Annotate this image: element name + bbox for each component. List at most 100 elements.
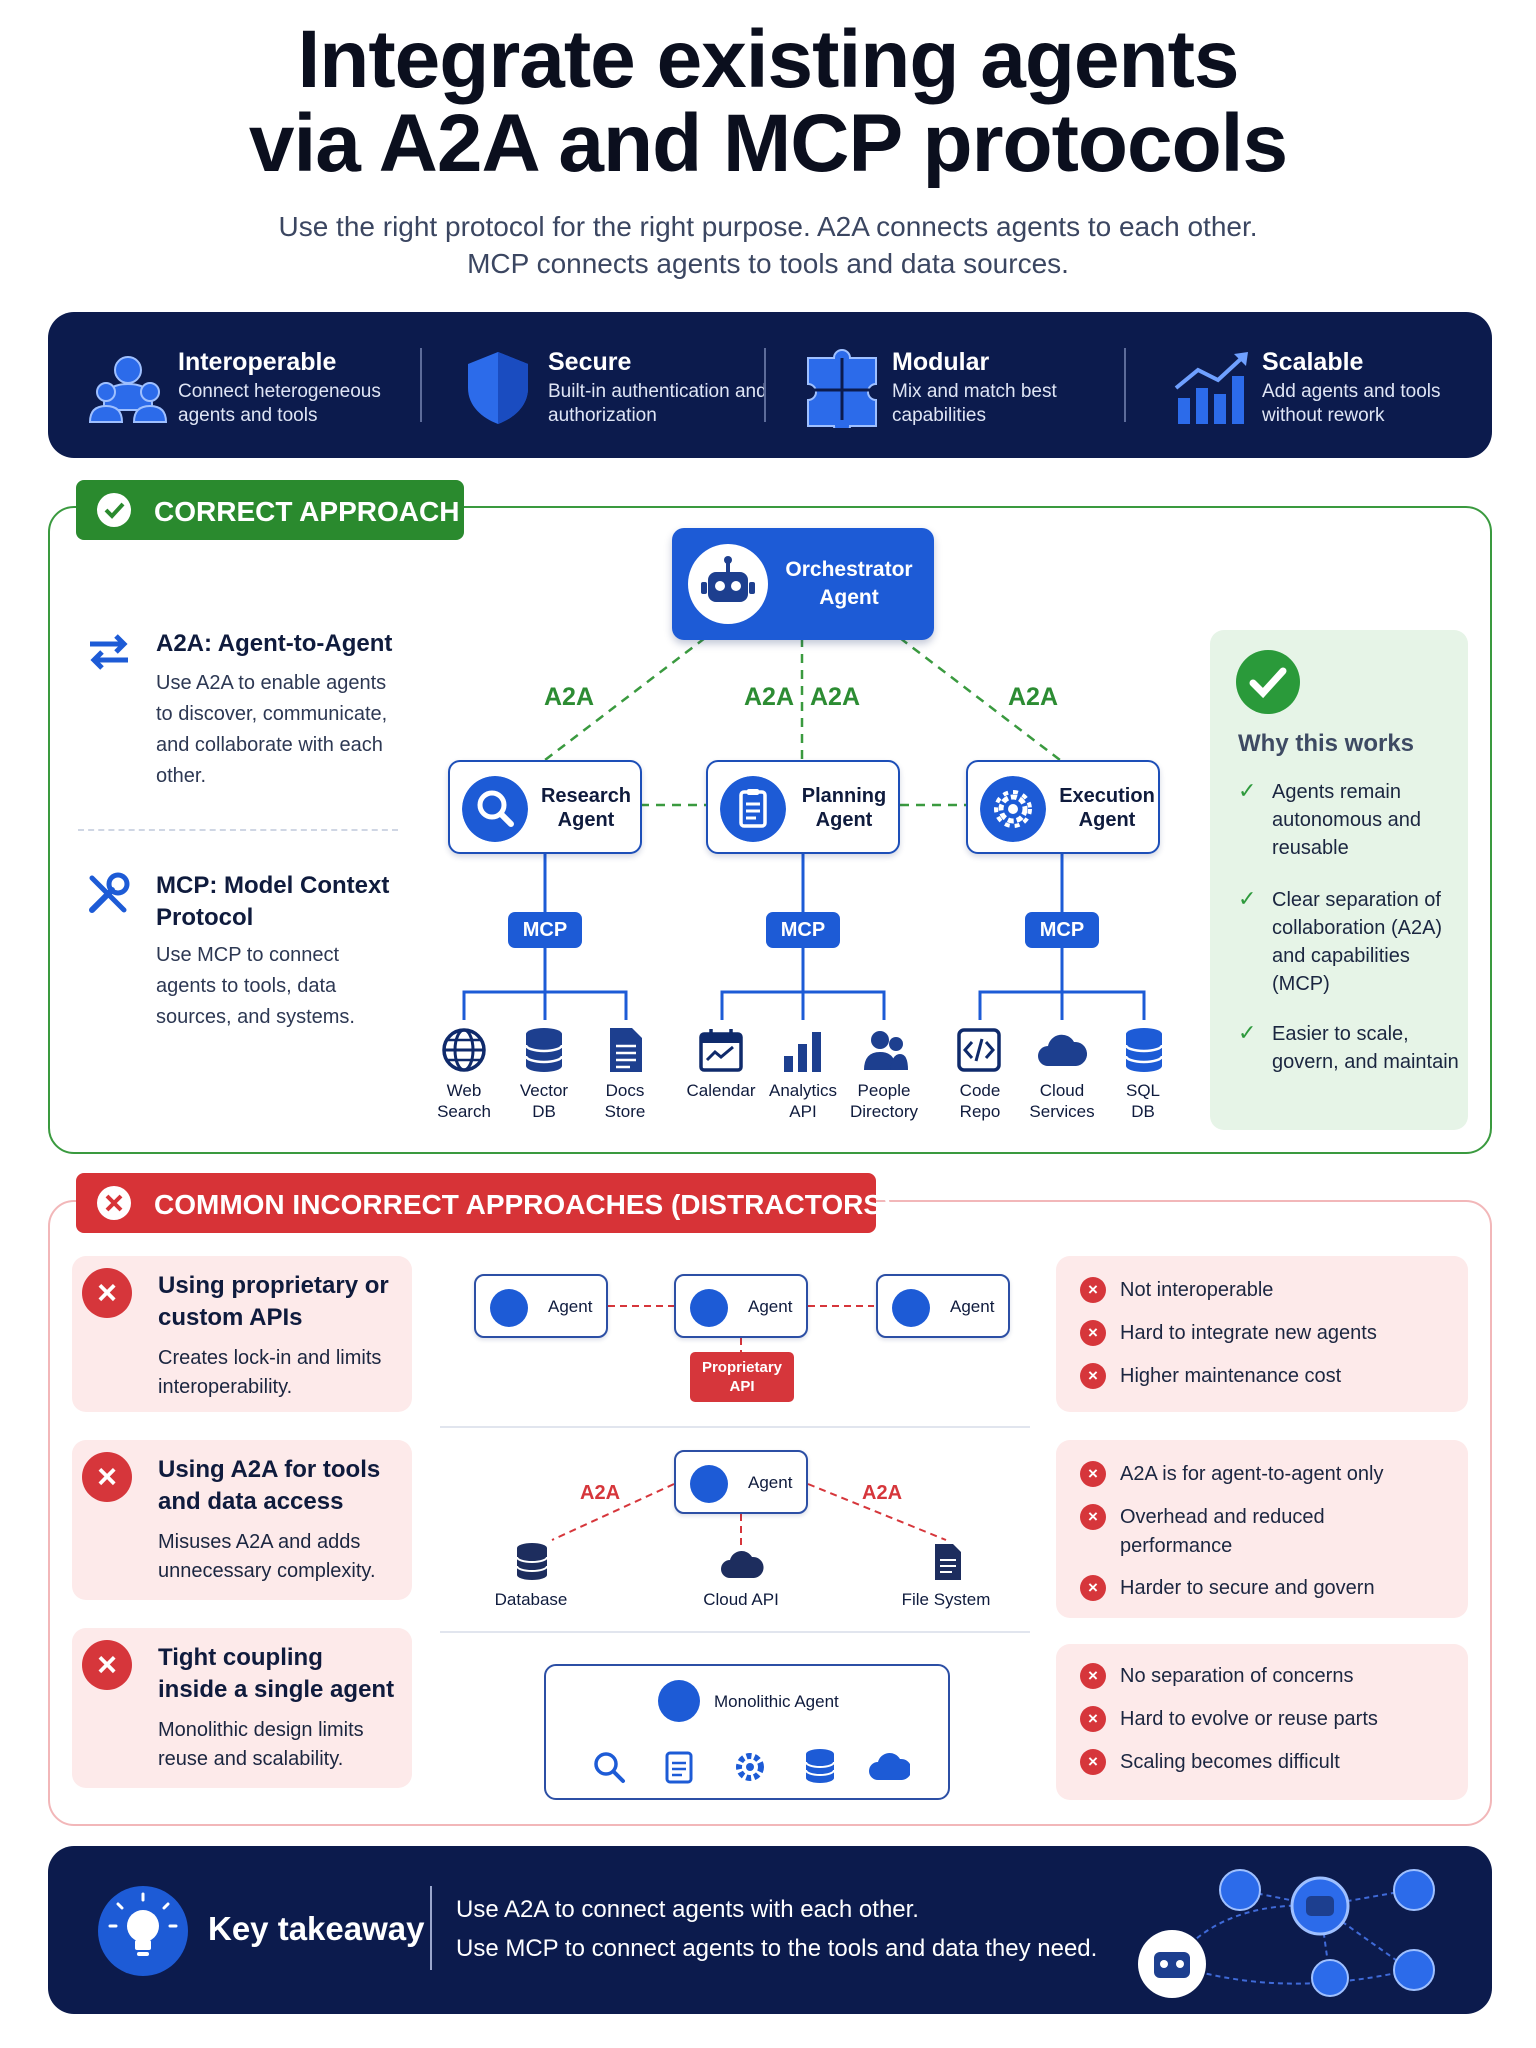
divider <box>430 1886 432 1970</box>
robot-icon <box>490 1289 528 1327</box>
card-title: Using proprietary or custom APIs <box>158 1272 389 1331</box>
agent-label-line1: Research <box>540 785 632 807</box>
a2a-label: A2A <box>744 683 795 711</box>
a2a-label: A2A <box>1008 683 1059 711</box>
benefit-desc: Add agents and tools without rework <box>1262 381 1441 426</box>
agent-label-line2: Agent <box>557 809 615 831</box>
lightbulb-icon <box>98 1886 188 1976</box>
consequence-text: Overhead and reduced performance <box>1120 1506 1325 1557</box>
card-desc: Creates lock-in and limits interoperabil… <box>158 1347 382 1398</box>
x-icon: × <box>1080 1277 1106 1303</box>
a2a-label: A2A <box>544 683 595 711</box>
proprietary-api-box: Proprietary API <box>690 1352 794 1402</box>
target-label-database: Database <box>494 1590 568 1609</box>
tool-label-line2: API <box>789 1102 817 1121</box>
robot-icon <box>688 544 768 624</box>
incorrect-card-a2a-for-tools: × Using A2A for tools and data access Mi… <box>72 1440 412 1600</box>
people-icon <box>88 356 168 423</box>
agent-node: Agent <box>474 1274 608 1338</box>
correct-approach-tab: CORRECT APPROACH <box>76 480 464 540</box>
code-icon <box>957 1028 1001 1072</box>
check-icon: ✓ <box>1238 778 1257 803</box>
clipboard-icon <box>665 1751 693 1784</box>
tab-label: COMMON INCORRECT APPROACHES (DISTRACTORS… <box>154 1189 892 1220</box>
a2a-misuse-label: A2A <box>862 1482 903 1504</box>
search-icon <box>594 1752 625 1783</box>
benefit-title: Secure <box>548 348 632 376</box>
benefit-title: Modular <box>892 348 990 376</box>
consequence-text: Harder to secure and govern <box>1120 1577 1375 1599</box>
check-circle-icon <box>97 493 131 527</box>
divider <box>78 829 398 831</box>
cloud-icon <box>1038 1034 1088 1066</box>
agent-label-line1: Execution <box>1059 785 1155 807</box>
robot-icon <box>658 1680 700 1722</box>
a2a-label: A2A <box>810 683 861 711</box>
orchestrator-label-line2: Agent <box>819 586 879 609</box>
x-icon: × <box>82 1640 132 1690</box>
agent-label: Agent <box>950 1297 995 1316</box>
consequence-text: No separation of concerns <box>1120 1665 1354 1687</box>
benefit-desc: Built-in authentication and authorizatio… <box>548 381 767 426</box>
correct-approach-panel <box>48 506 1492 1154</box>
robot-icon <box>690 1289 728 1327</box>
x-icon: × <box>1080 1749 1106 1775</box>
x-icon: × <box>1080 1706 1106 1732</box>
tool-label-line2: Search <box>437 1102 491 1121</box>
consequence-text: Higher maintenance cost <box>1120 1365 1342 1387</box>
consequence-item: × Not interoperable <box>1080 1276 1460 1305</box>
agent-label: Planning Agent <box>794 784 894 832</box>
tool-label-line1: Web <box>446 1081 482 1100</box>
puzzle-icon <box>807 349 877 428</box>
x-icon: × <box>1080 1504 1106 1530</box>
monolithic-agent-box: Monolithic Agent <box>544 1664 950 1800</box>
divider <box>1124 348 1126 422</box>
consequence-text: Hard to integrate new agents <box>1120 1322 1377 1344</box>
why-title: Why this works <box>1238 730 1415 757</box>
why-this-works-panel: Why this works ✓ Agents remain autonomou… <box>1210 630 1468 1130</box>
orchestrator-label-line1: Orchestrator <box>785 558 913 581</box>
execution-agent-node: Execution Agent <box>966 760 1160 854</box>
agent-label: Agent <box>748 1473 793 1492</box>
shield-icon <box>468 352 528 424</box>
database-icon <box>1124 1028 1164 1072</box>
tool-label-line1: SQL <box>1125 1081 1161 1100</box>
tool-label-line1: People <box>857 1081 911 1100</box>
agent-node: Agent <box>674 1274 808 1338</box>
consequence-text: Not interoperable <box>1120 1279 1274 1301</box>
agent-label: Agent <box>548 1297 593 1316</box>
research-agent-node: Research Agent <box>448 760 642 854</box>
tool-label-line1: Vector <box>519 1081 569 1100</box>
consequence-item: ×Higher maintenance cost <box>1080 1362 1460 1391</box>
agent-label: Execution Agent <box>1054 784 1160 832</box>
tool-label-line2: DB <box>532 1102 556 1121</box>
a2a-desc: Use A2A to enable agents to discover, co… <box>156 672 388 787</box>
card-desc: Misuses A2A and adds unnecessary complex… <box>158 1531 376 1582</box>
tool-label-line1: Analytics <box>768 1081 838 1100</box>
agent-network-illustration <box>1138 1869 1435 1998</box>
check-icon: ✓ <box>1238 1020 1257 1045</box>
benefit-desc: Mix and match best capabilities <box>892 381 1057 426</box>
tools-icon <box>89 872 130 913</box>
mcp-badge: MCP <box>766 912 840 948</box>
incorrect-card-proprietary-api: × Using proprietary or custom APIs Creat… <box>72 1256 412 1412</box>
x-icon: × <box>1080 1663 1106 1689</box>
consequence-text: A2A is for agent-to-agent only <box>1120 1463 1384 1485</box>
x-icon: × <box>1080 1320 1106 1346</box>
divider <box>420 348 422 422</box>
card-desc: Monolithic design limits reuse and scala… <box>158 1719 364 1770</box>
agent-node: Agent <box>876 1274 1010 1338</box>
planning-agent-node: Planning Agent <box>706 760 900 854</box>
takeaway-line-1: Use A2A to connect agents with each othe… <box>456 1896 919 1923</box>
people-icon <box>864 1031 908 1070</box>
tool-label-line2: Store <box>604 1102 646 1121</box>
agent-label: Agent <box>748 1297 793 1316</box>
why-item: Easier to scale, govern, and maintain <box>1272 1023 1459 1073</box>
